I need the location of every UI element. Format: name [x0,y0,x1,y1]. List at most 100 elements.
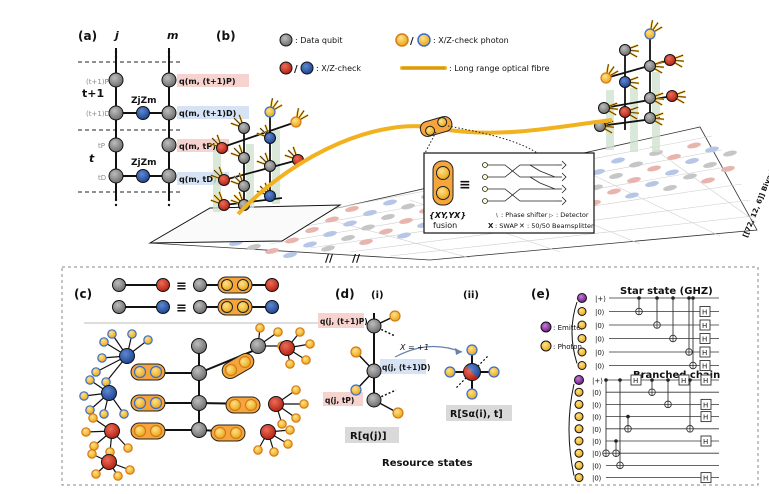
plane-node [343,220,357,227]
legend-x-photon [395,33,409,47]
check-photon [285,359,295,369]
legend-text: : Emitter [553,324,584,332]
tower-node [598,102,610,114]
data-qubit [108,72,124,88]
data-qubit [191,395,207,411]
hadamard-gate: H [633,377,638,385]
check-node [104,423,120,439]
tower-node [619,76,631,88]
plane-node [645,181,659,187]
check-photon [290,116,302,128]
plane-node [381,214,395,220]
data-qubit [191,422,207,438]
check-photon [301,355,311,365]
panel-b: (b) : Data qubit / : X/Z-check photon / … [148,20,769,265]
data-qubit [161,168,177,184]
plane-node [683,173,697,180]
check-node [250,338,266,354]
resource-label: R[q(j)] [350,431,387,442]
data-qubit [161,105,177,121]
plane-node [629,161,643,168]
panel-b-label: (b) [216,29,236,43]
check-photon [253,445,263,455]
check-photon [113,471,123,481]
tower-node [218,199,230,211]
tower-node [619,106,631,118]
panel-d: (d) (i) (ii) q(j, (t+1)P) q(j, (t+1)D) q… [318,287,512,469]
ket-label: |0⟩ [595,322,605,330]
hadamard-gate: H [703,401,708,409]
hadamard-gate: H [681,377,686,385]
ket-label: |0⟩ [595,336,605,344]
check-photon [81,427,91,437]
plane-node [687,142,701,149]
plane-node [305,227,319,233]
data-qubit [108,105,124,121]
svg-text:▷: ▷ [549,213,554,219]
q-label: q(m, tD) [179,175,217,184]
interferometer [482,160,567,206]
check-photon [125,465,135,475]
data-qubit [191,338,207,354]
legend-swap: : SWAP [495,222,518,230]
hadamard-gate: H [702,336,707,344]
plane-node [321,245,335,252]
tower-node [264,160,276,172]
check-photon [127,329,137,339]
ket-label: |0⟩ [592,438,602,446]
check-photon [87,449,97,459]
q-label: q(j, tP) [325,396,354,405]
resource-box [446,405,512,421]
plane-node [359,239,373,245]
legend-z-check [300,61,314,75]
check-photon [285,425,295,435]
check-photon [299,399,309,409]
photon [574,460,584,470]
panel-d-label: (d) [335,287,355,301]
check-photon [97,353,107,363]
panel-e-label: (e) [531,287,550,301]
photon [577,334,587,343]
q-label: q(m, (t+1)P) [179,77,235,86]
photon [574,424,584,434]
resource-label: R[Sα(i), t] [450,409,503,420]
check-photon [79,391,89,401]
fusion-label: fusion [433,221,457,230]
ket-label: |+⟩ [592,377,603,385]
check-photon [91,469,101,479]
check-photon [273,327,283,337]
plane-node [667,154,681,160]
plane-node [361,224,375,231]
check-photon [91,367,101,377]
lower-frame [61,266,759,486]
svg-text:/: / [294,64,298,75]
panel-c-label: (c) [74,287,92,301]
highlight-box [177,74,249,87]
data-qubit [191,365,207,381]
plane-node [609,173,623,179]
legend-text: : X/Z-check [316,64,361,73]
check-node [279,340,295,356]
check-photon [107,329,117,339]
plane-node [401,203,415,210]
z-check [136,169,150,183]
tower-node [644,60,656,72]
check-node [268,396,284,412]
svg-text://: // [325,252,334,265]
svg-text:≡: ≡ [176,279,187,294]
plane-node [399,218,413,224]
photon [574,399,584,409]
photon [574,473,584,483]
sub-i-label: (i) [371,290,384,301]
ket-label: |0⟩ [595,349,605,357]
tower-node [666,90,678,102]
check-photon [143,335,153,345]
plane-node [397,232,411,239]
ket-label: |0⟩ [592,450,602,458]
data-qubit [366,318,382,334]
hadamard-gate: H [703,414,708,422]
check-photon [255,323,265,333]
photon [577,347,587,357]
legend-phase-shifter: : Phase shifter [501,211,548,219]
time-label: tP [98,142,105,150]
